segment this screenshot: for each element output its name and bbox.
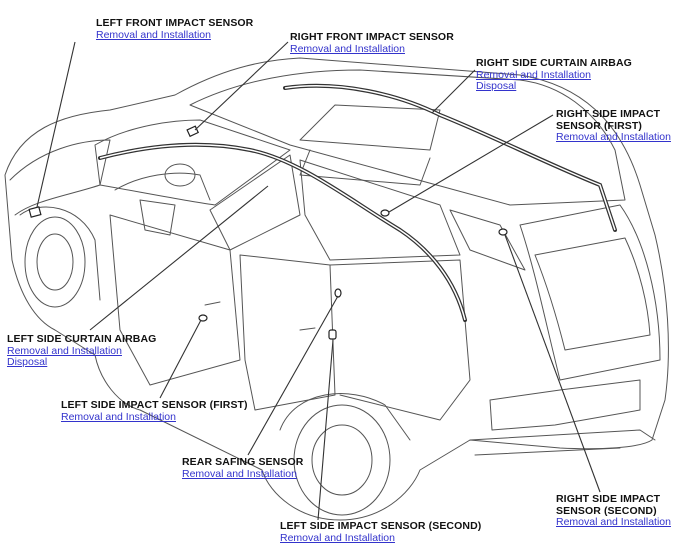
vehicle-roof <box>189 69 626 206</box>
left-side-curtain-airbag-label: LEFT SIDE CURTAIN AIRBAG <box>7 333 157 345</box>
left-front-impact-sensor-shape <box>28 206 42 218</box>
callout-left-side-impact-sensor-first: LEFT SIDE IMPACT SENSOR (FIRST) Removal … <box>61 399 248 423</box>
rear-hatch <box>519 204 661 381</box>
left-side-curtain-airbag-removal-link[interactable]: Removal and Installation <box>7 344 122 357</box>
left-side-impact-sensor-second-shape <box>328 329 337 340</box>
left-side-curtain-airbag-disposal-link[interactable]: Disposal <box>7 356 48 368</box>
callout-left-front-impact-sensor: LEFT FRONT IMPACT SENSOR Removal and Ins… <box>96 17 254 41</box>
leader-left-side-curtain-airbag <box>89 185 269 331</box>
right-front-impact-sensor-removal-link[interactable]: Removal and Installation <box>290 42 405 55</box>
leader-right-side-curtain-airbag <box>431 69 476 114</box>
front-door <box>109 214 241 386</box>
left-side-impact-sensor-first-label: LEFT SIDE IMPACT SENSOR (FIRST) <box>61 399 248 411</box>
left-front-impact-sensor-removal-link[interactable]: Removal and Installation <box>96 28 211 41</box>
left-side-impact-sensor-second-removal-link[interactable]: Removal and Installation <box>280 531 395 544</box>
front-side-window <box>209 154 301 251</box>
left-front-impact-sensor-label: LEFT FRONT IMPACT SENSOR <box>96 17 254 29</box>
right-side-curtain-airbag-removal-link[interactable]: Removal and Installation <box>476 68 591 81</box>
callout-left-side-curtain-airbag: LEFT SIDE CURTAIN AIRBAG Removal and Ins… <box>7 333 157 369</box>
right-side-impact-sensor-second-shape <box>498 228 508 236</box>
rear-safing-sensor-label: REAR SAFING SENSOR <box>182 456 304 468</box>
callout-right-front-impact-sensor: RIGHT FRONT IMPACT SENSOR Removal and In… <box>290 31 454 55</box>
right-front-impact-sensor-shape <box>186 125 200 138</box>
rear-safing-sensor-shape <box>334 288 342 298</box>
left-side-impact-sensor-second-label: LEFT SIDE IMPACT SENSOR (SECOND) <box>280 520 482 532</box>
vehicle-windshield <box>94 119 291 206</box>
leader-left-side-impact-sensor-first <box>159 319 202 399</box>
right-side-impact-sensor-second-label-line2: SENSOR (SECOND) <box>556 504 657 517</box>
right-side-impact-sensor-first-shape <box>380 209 390 217</box>
rear-door <box>239 254 336 411</box>
callout-right-side-impact-sensor-first: RIGHT SIDE IMPACT SENSOR (FIRST) Removal… <box>556 108 671 144</box>
right-front-impact-sensor-label: RIGHT FRONT IMPACT SENSOR <box>290 31 454 43</box>
leader-right-side-impact-sensor-first <box>388 114 554 213</box>
rear-wheel <box>293 404 391 516</box>
right-side-curtain-airbag-disposal-link[interactable]: Disposal <box>476 80 517 92</box>
callout-right-side-curtain-airbag: RIGHT SIDE CURTAIN AIRBAG Removal and In… <box>476 57 632 93</box>
front-wheel <box>24 216 86 308</box>
right-side-curtain-airbag-label: RIGHT SIDE CURTAIN AIRBAG <box>476 57 632 69</box>
quarter-window <box>449 209 526 271</box>
leader-left-front-impact-sensor <box>36 41 76 208</box>
leader-right-front-impact-sensor <box>194 41 289 131</box>
right-side-impact-sensor-first-label-line1: RIGHT SIDE IMPACT <box>556 108 661 120</box>
dashboard <box>114 172 211 201</box>
steering-wheel <box>164 163 196 187</box>
left-side-impact-sensor-first-removal-link[interactable]: Removal and Installation <box>61 410 176 423</box>
leader-rear-safing-sensor <box>247 295 339 456</box>
right-side-impact-sensor-second-removal-link[interactable]: Removal and Installation <box>556 516 671 528</box>
vehicle-body-outline <box>4 57 669 521</box>
leader-right-side-impact-sensor-second <box>504 234 601 493</box>
right-side-impact-sensor-first-removal-link[interactable]: Removal and Installation <box>556 131 671 143</box>
front-seat <box>139 199 176 236</box>
rear-bumper <box>469 429 656 441</box>
left-side-impact-sensor-first-shape <box>198 314 208 322</box>
leader-left-side-impact-sensor-second <box>317 339 334 521</box>
right-side-impact-sensor-second-label-line1: RIGHT SIDE IMPACT <box>556 493 661 505</box>
callout-left-side-impact-sensor-second: LEFT SIDE IMPACT SENSOR (SECOND) Removal… <box>280 520 482 544</box>
rear-safing-sensor-removal-link[interactable]: Removal and Installation <box>182 467 297 480</box>
tail-light <box>489 379 641 431</box>
rear-side-window <box>299 159 461 261</box>
vehicle-hood <box>9 139 111 216</box>
callout-right-side-impact-sensor-second: RIGHT SIDE IMPACT SENSOR (SECOND) Remova… <box>556 493 671 529</box>
right-side-impact-sensor-first-label-line2: SENSOR (FIRST) <box>556 119 642 132</box>
vehicle-sunroof <box>299 104 441 151</box>
callout-rear-safing-sensor: REAR SAFING SENSOR Removal and Installat… <box>182 456 304 480</box>
